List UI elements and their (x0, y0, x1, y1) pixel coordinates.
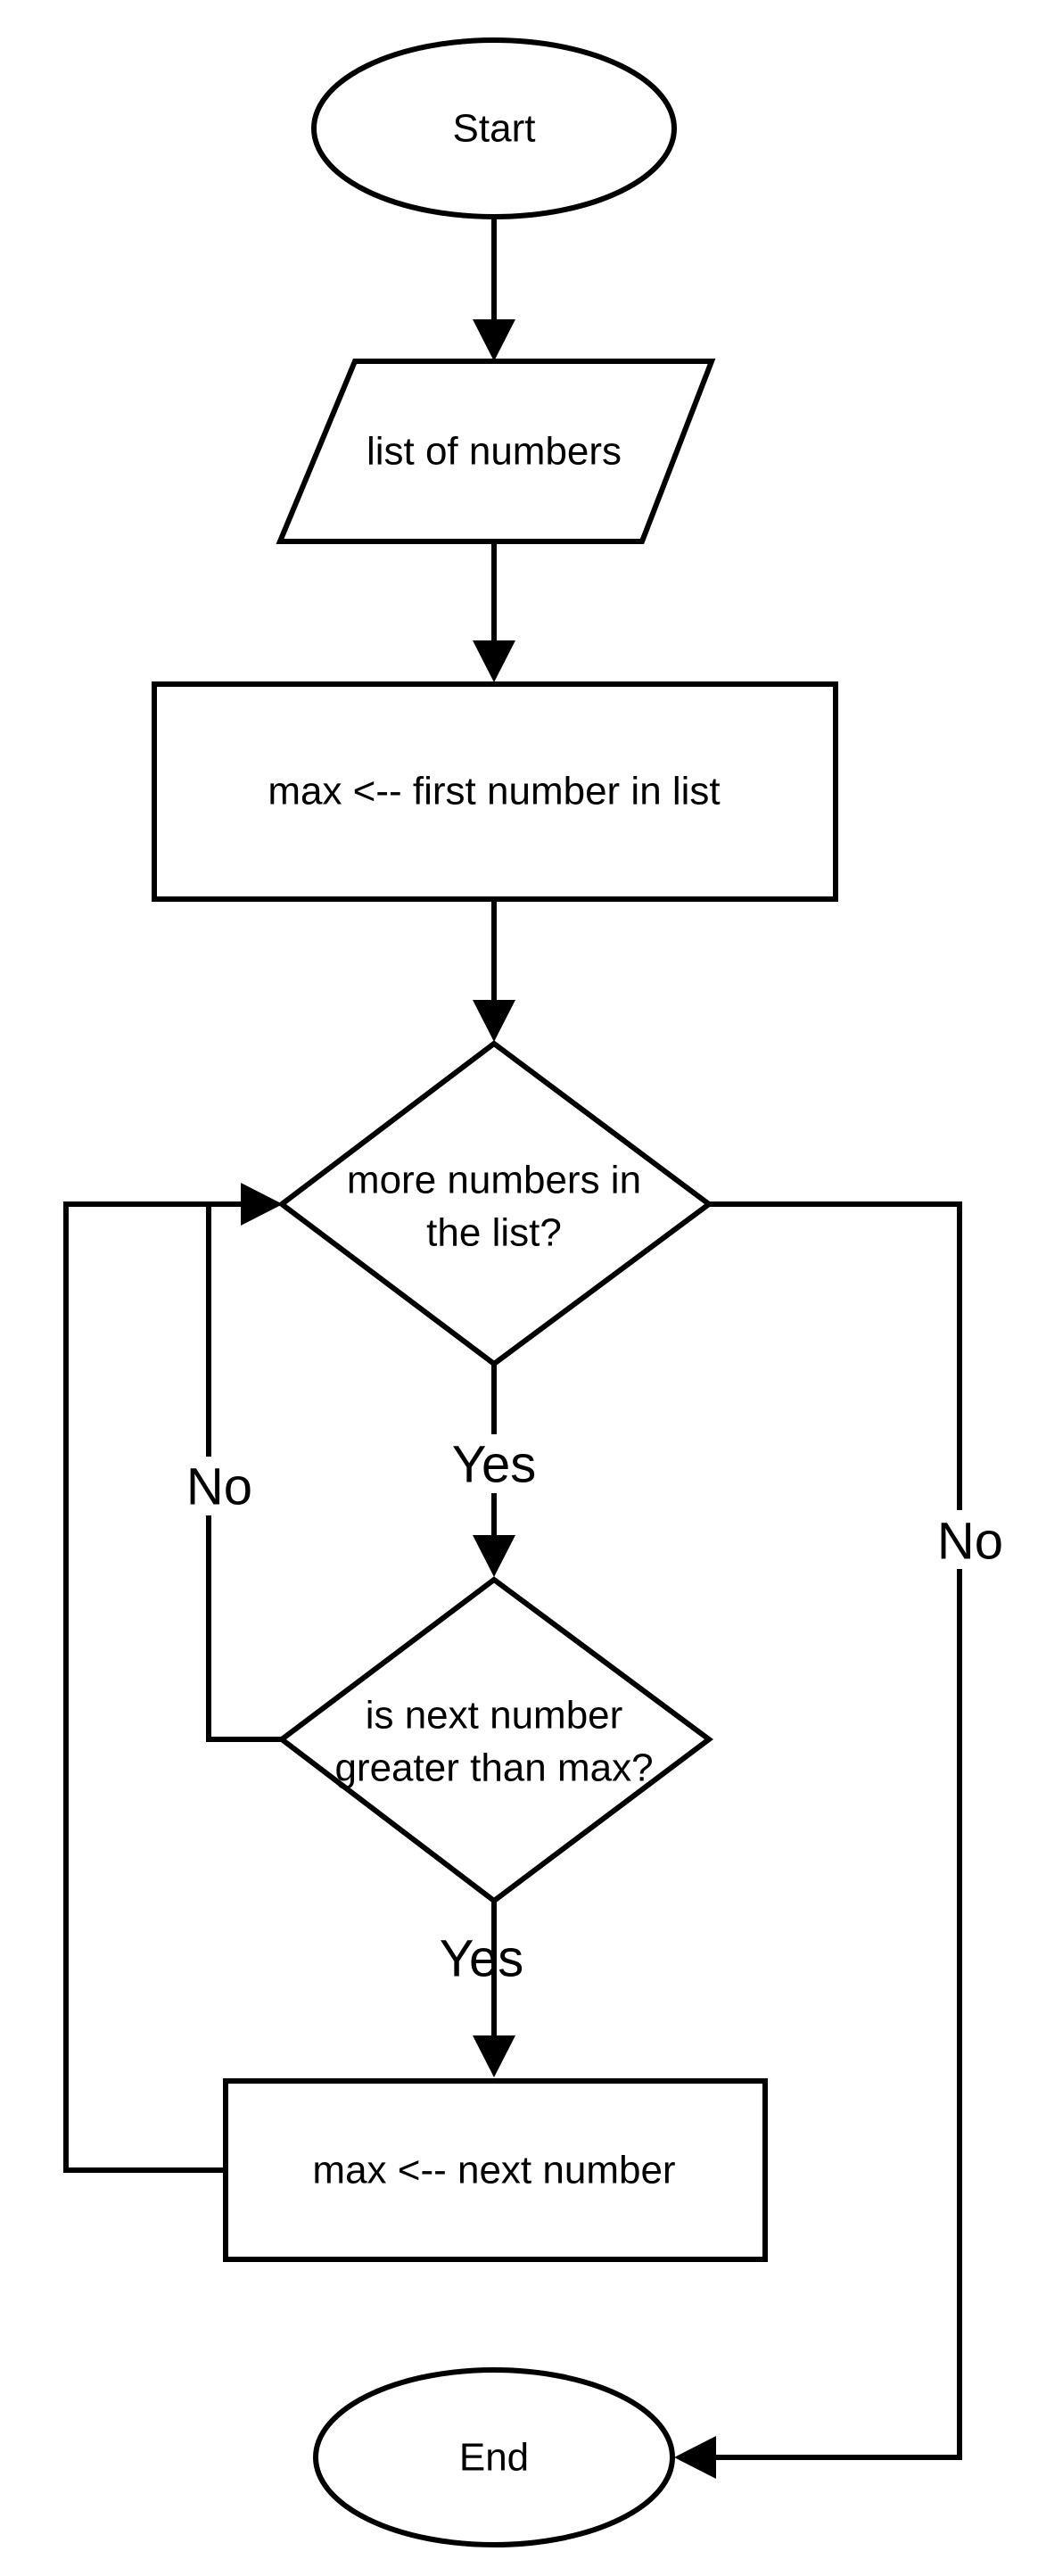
node-input: list of numbers (276, 359, 716, 544)
edge-label-compare-yes: Yes (440, 1930, 524, 1988)
init-process-box (152, 681, 838, 902)
input-label: list of numbers (367, 430, 622, 474)
more-numbers-diamond (277, 1040, 714, 1367)
end-terminator (313, 2367, 675, 2547)
compare-diamond (277, 1576, 714, 1904)
arrowhead-icon (473, 640, 515, 682)
arrowhead-icon (473, 319, 515, 361)
label-background (931, 1510, 988, 1569)
edge-label-compare-no: No (186, 1458, 252, 1516)
node-end: End (313, 2367, 675, 2547)
arrowhead-icon (241, 1183, 283, 1226)
arrowhead-icon (674, 2436, 716, 2479)
more-numbers-line-1: more numbers in (347, 1159, 641, 1202)
edge-labels: Yes Yes No No (175, 1434, 1003, 1988)
node-start: Start (311, 37, 677, 219)
compare-line-1: is next number (366, 1694, 623, 1738)
update-label: max <-- next number (312, 2149, 675, 2192)
arrowhead-icon (473, 1000, 515, 1042)
end-label: End (459, 2436, 529, 2480)
node-init: max <-- first number in list (152, 681, 838, 902)
arrowhead-icon (473, 2035, 515, 2077)
label-background (444, 1434, 544, 1493)
input-parallelogram (276, 359, 716, 544)
node-more-numbers: more numbers in the list? (277, 1040, 714, 1367)
edge-update-loop (63, 1201, 254, 2173)
edge-label-more-yes: Yes (452, 1436, 537, 1494)
node-update: max <-- next number (223, 2078, 768, 2262)
edge-label-more-no: No (937, 1513, 1003, 1571)
node-compare: is next number greater than max? (277, 1576, 714, 1904)
edge-more-no (704, 1201, 962, 2460)
more-numbers-line-2: the list? (426, 1211, 562, 1255)
arrowhead-icon (473, 1535, 515, 1577)
init-label: max <-- first number in list (268, 770, 720, 813)
start-terminator (311, 37, 677, 219)
start-label: Start (453, 107, 536, 151)
compare-line-2: greater than max? (334, 1746, 653, 1790)
label-background (175, 1457, 243, 1515)
update-process-box (223, 2078, 768, 2262)
connectors (63, 219, 962, 2479)
